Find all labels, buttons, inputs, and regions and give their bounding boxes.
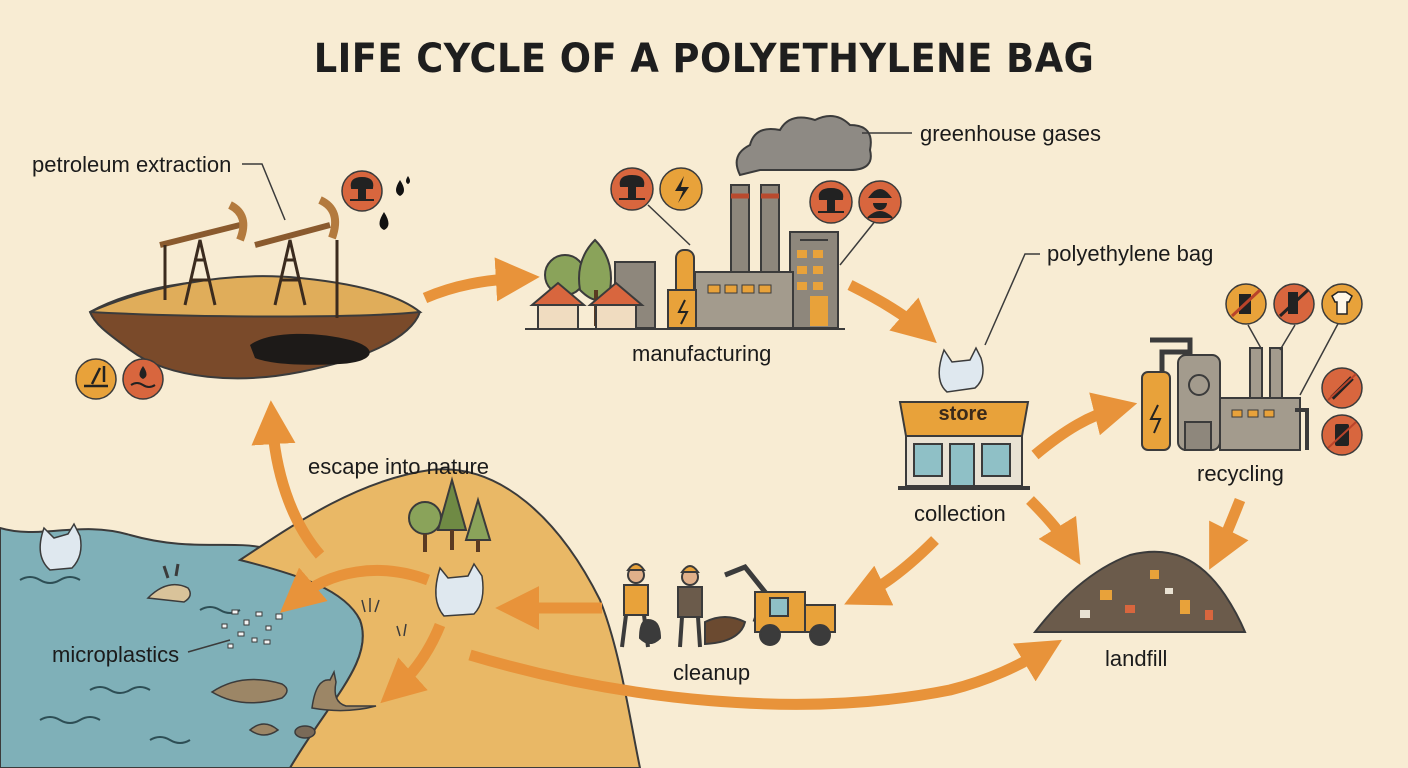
animals-on-beach <box>210 669 377 739</box>
shirt-icon <box>1321 283 1363 325</box>
leader-petroleum <box>242 163 286 221</box>
leader-microplastics <box>187 639 231 653</box>
worker-icon <box>858 180 902 224</box>
arrow-to-recycling <box>1031 392 1138 460</box>
explosion-icon <box>610 167 654 211</box>
explosion-icon <box>809 180 853 224</box>
factory-illustration <box>525 115 872 330</box>
leader-manufacturing-icons-right <box>839 219 877 266</box>
rabbit-in-water <box>146 563 191 603</box>
arrow-to-landfill <box>1026 496 1081 565</box>
no-bottle-icon <box>1273 283 1315 325</box>
label-petroleum-extraction: petroleum extraction <box>32 152 232 177</box>
grass-tufts <box>361 598 407 637</box>
sand-shore <box>237 468 642 768</box>
arrow-to-cleanup <box>844 536 939 606</box>
label-recycling: recycling <box>1197 461 1284 486</box>
arrow-to-store <box>847 280 937 344</box>
loose-bag-icon <box>435 562 484 617</box>
pumpjack-2 <box>254 196 339 318</box>
explosion-icon <box>341 170 383 212</box>
arrow-nature-to-extraction <box>251 400 325 559</box>
label-escape-into-nature: escape into nature <box>308 454 490 479</box>
label-manufacturing: manufacturing <box>632 341 772 366</box>
deforestation-icon <box>75 358 117 400</box>
arrow-recycling-to-landfill <box>1209 497 1249 570</box>
oil-drops-icon <box>379 176 410 230</box>
smoke-cloud <box>735 115 872 177</box>
store-building <box>898 401 1030 490</box>
pumpjack-1 <box>159 201 248 306</box>
store-sign: store <box>938 403 988 425</box>
no-bottle-icon <box>1225 283 1267 325</box>
floating-bag-icon <box>39 522 82 571</box>
arrow-to-manufacturing <box>422 257 540 304</box>
cleanup-illustration <box>620 563 836 648</box>
waves <box>19 576 241 744</box>
diagram-title: LIFE CYCLE OF A POLYETHYLENE BAG <box>313 36 1095 82</box>
polyethylene-bag-icon <box>938 346 984 393</box>
label-polyethylene-bag: polyethylene bag <box>1047 241 1214 266</box>
recycling-plant-illustration <box>1141 337 1309 451</box>
microplastic-particles <box>221 609 283 649</box>
oil-spill <box>250 333 370 365</box>
label-greenhouse-gases: greenhouse gases <box>920 121 1102 146</box>
water-pollution-icon <box>122 358 164 400</box>
leader-recycling-icons <box>1247 319 1341 396</box>
leader-manufacturing-icons-left <box>647 204 691 246</box>
no-phone-icon <box>1321 414 1363 456</box>
label-cleanup: cleanup <box>673 660 751 685</box>
arrow-nature-to-animals <box>380 622 446 704</box>
label-microplastics: microplastics <box>52 642 180 667</box>
arrow-nature-to-landfill <box>468 639 1062 710</box>
no-tool-icon <box>1321 367 1363 409</box>
oil-field-illustration <box>88 196 423 380</box>
label-landfill: landfill <box>1105 646 1168 671</box>
landfill-pile <box>1032 550 1247 633</box>
trees <box>408 476 492 552</box>
label-collection: collection <box>914 501 1006 526</box>
arrow-nature-to-sea <box>279 565 430 613</box>
leader-polyethylene-bag <box>984 253 1040 346</box>
energy-icon <box>659 167 703 211</box>
